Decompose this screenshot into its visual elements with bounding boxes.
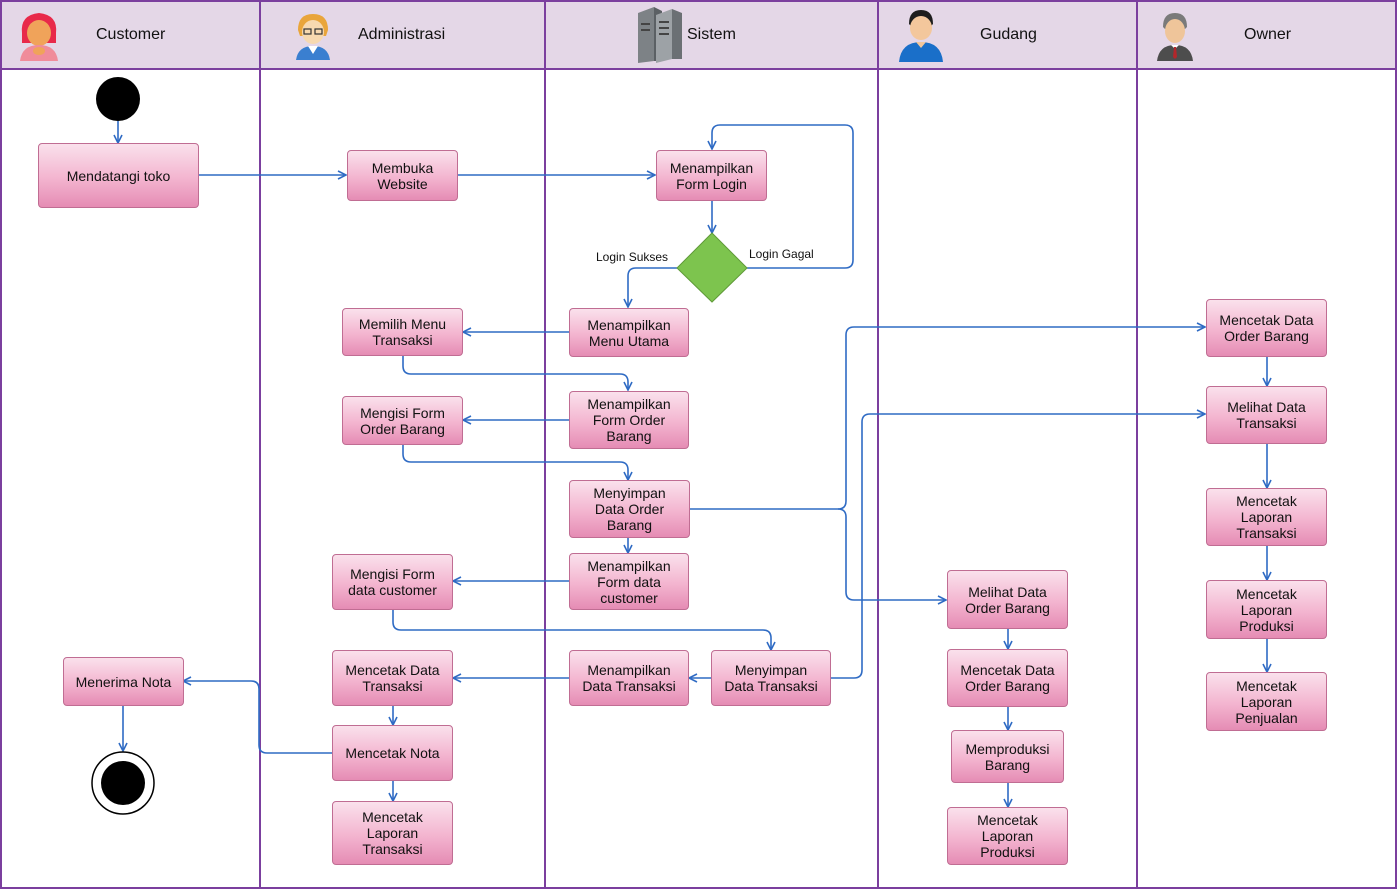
flow-arrow [690,327,1205,510]
flow-arrow [402,356,628,390]
activity-menyimpan-data-order: Menyimpan Data Order Barang [569,480,690,538]
clerk-icon [296,14,330,60]
header-separator [0,68,1397,70]
flow-arrow [183,681,332,754]
activity-menampilkan-form-order: Menampilkan Form Order Barang [569,391,689,449]
woman-icon [20,13,58,61]
activity-owner-mencetak-order: Mencetak Data Order Barang [1206,299,1327,357]
lane-divider [259,0,261,889]
activity-owner-melihat-transaksi: Melihat Data Transaksi [1206,386,1327,444]
guard-login-sukses: Login Sukses [596,250,669,264]
activity-menyimpan-data-transaksi: Menyimpan Data Transaksi [711,650,831,706]
login-decision [676,232,748,303]
activity-mencetak-nota: Mencetak Nota [332,725,453,781]
lane-title-gudang: Gudang [980,26,1037,43]
lane-header-sistem [545,0,878,68]
activity-mengisi-form-customer: Mengisi Form data customer [332,554,453,610]
lane-title-administrasi: Administrasi [358,26,446,43]
flow-arrow [402,445,628,480]
activity-gudang-laporan-produksi: Mencetak Laporan Produksi [947,807,1068,865]
activity-menerima-nota: Menerima Nota [63,657,184,706]
activity-mendatangi-toko: Mendatangi toko [38,143,199,208]
activity-menampilkan-form-customer: Menampilkan Form data customer [569,553,689,610]
activity-menampilkan-form-login: Menampilkan Form Login [656,150,767,201]
activity-owner-laporan-produksi: Mencetak Laporan Produksi [1206,580,1327,639]
activity-membuka-website: Membuka Website [347,150,458,201]
start-node [96,77,140,121]
activity-gudang-melihat-order: Melihat Data Order Barang [947,570,1068,629]
businessman-icon [1157,13,1193,61]
guard-login-gagal: Login Gagal [749,247,814,261]
lane-title-customer: Customer [96,26,166,43]
activity-mencetak-laporan-transaksi: Mencetak Laporan Transaksi [332,801,453,865]
server-icon [638,7,682,63]
lane-title-owner: Owner [1244,26,1292,43]
activity-gudang-mencetak-order: Mencetak Data Order Barang [947,649,1068,707]
worker-icon [899,10,943,62]
flow-arrow [831,414,1205,679]
activity-owner-laporan-transaksi: Mencetak Laporan Transaksi [1206,488,1327,546]
flow-arrow [392,610,771,650]
activity-mencetak-data-transaksi: Mencetak Data Transaksi [332,650,453,706]
lane-divider [544,0,546,889]
activity-memilih-menu-transaksi: Memilih Menu Transaksi [342,308,463,356]
activity-mengisi-form-order: Mengisi Form Order Barang [342,396,463,445]
activity-owner-laporan-penjualan: Mencetak Laporan Penjualan [1206,672,1327,731]
flow-arrow [628,267,677,307]
lane-divider [1136,0,1138,889]
activity-gudang-memproduksi: Memproduksi Barang [951,730,1064,783]
flow-arrow [837,508,946,600]
flow-arrow [712,124,854,269]
lane-title-sistem: Sistem [687,26,736,43]
lane-divider [877,0,879,889]
activity-menampilkan-data-transaksi: Menampilkan Data Transaksi [569,650,689,706]
activity-menampilkan-menu-utama: Menampilkan Menu Utama [569,308,689,357]
end-node-core [101,761,145,805]
